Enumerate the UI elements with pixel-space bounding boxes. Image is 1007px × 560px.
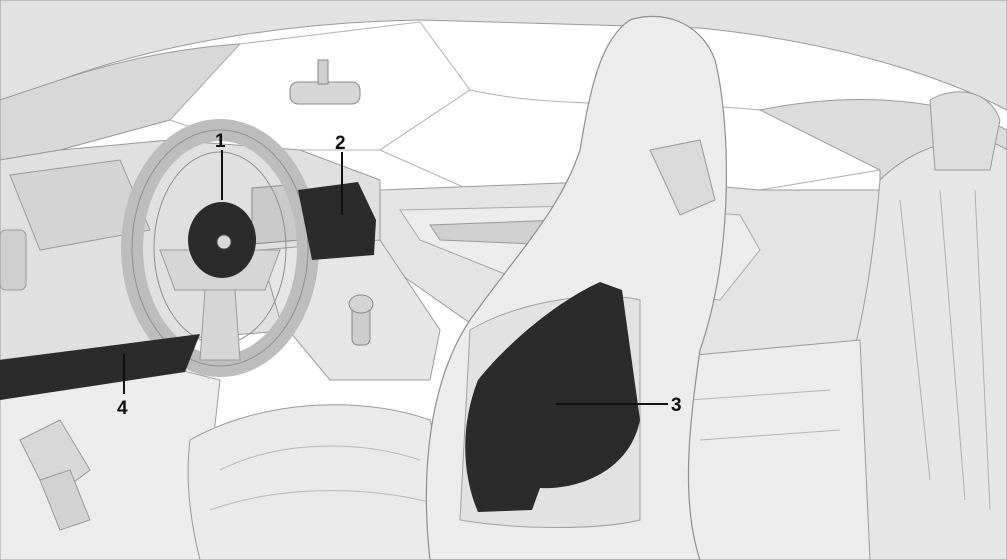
callout-3: 3 (671, 395, 682, 416)
callout-2: 2 (335, 133, 346, 154)
callout-1: 1 (215, 131, 226, 152)
callout-4: 4 (117, 398, 128, 419)
